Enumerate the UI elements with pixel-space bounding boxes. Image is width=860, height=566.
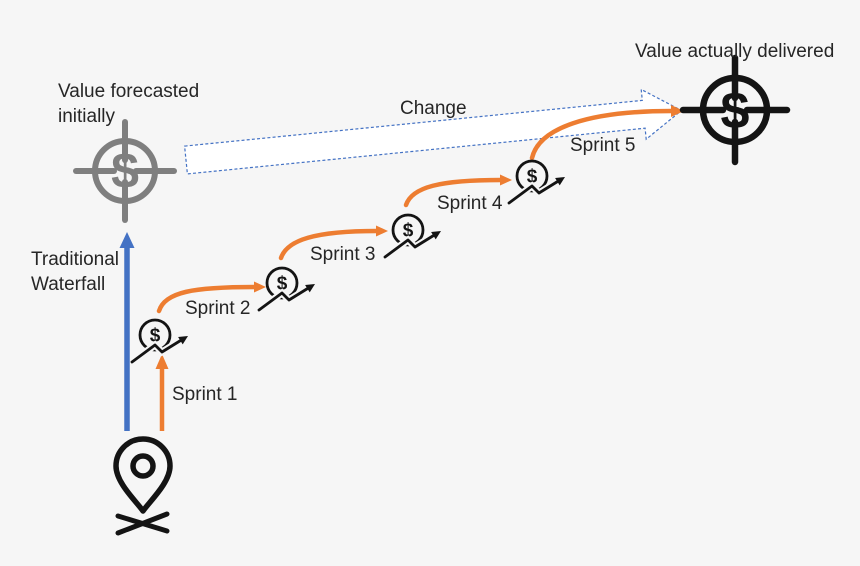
label-change: Change [400, 98, 467, 119]
label-sprint-3: Sprint 3 [310, 244, 375, 265]
label-value-forecasted-line2: initially [58, 106, 116, 127]
change-hollow-dashed-arrow [183, 88, 683, 175]
money-growth-icon [259, 268, 315, 310]
sprint-4-arrow [403, 174, 512, 208]
sprint-1-arrow [155, 354, 169, 431]
money-growth-icon [132, 320, 188, 362]
forecast-target-icon: $ [73, 119, 177, 223]
sprint-3-arrow [278, 225, 388, 261]
sprint-5-arrow [529, 105, 684, 161]
label-sprint-1: Sprint 1 [172, 384, 237, 405]
delivered-target-icon: $ [679, 54, 791, 166]
money-growth-icon [509, 161, 565, 203]
sprint-2-arrow [156, 281, 266, 314]
label-sprint-2: Sprint 2 [185, 298, 250, 319]
waterfall-arrow [119, 232, 135, 431]
label-value-forecasted-line1: Value forecasted [58, 81, 199, 102]
label-value-delivered: Value actually delivered [635, 41, 834, 62]
dollar-glyph: $ [721, 82, 750, 140]
label-traditional-waterfall-line1: Traditional [31, 249, 119, 270]
location-pin-icon [113, 436, 173, 536]
label-sprint-5: Sprint 5 [570, 135, 635, 156]
label-traditional-waterfall-line2: Waterfall [31, 274, 105, 295]
label-sprint-4: Sprint 4 [437, 193, 503, 214]
money-growth-icon [385, 215, 441, 257]
dollar-glyph: $ [111, 143, 139, 199]
